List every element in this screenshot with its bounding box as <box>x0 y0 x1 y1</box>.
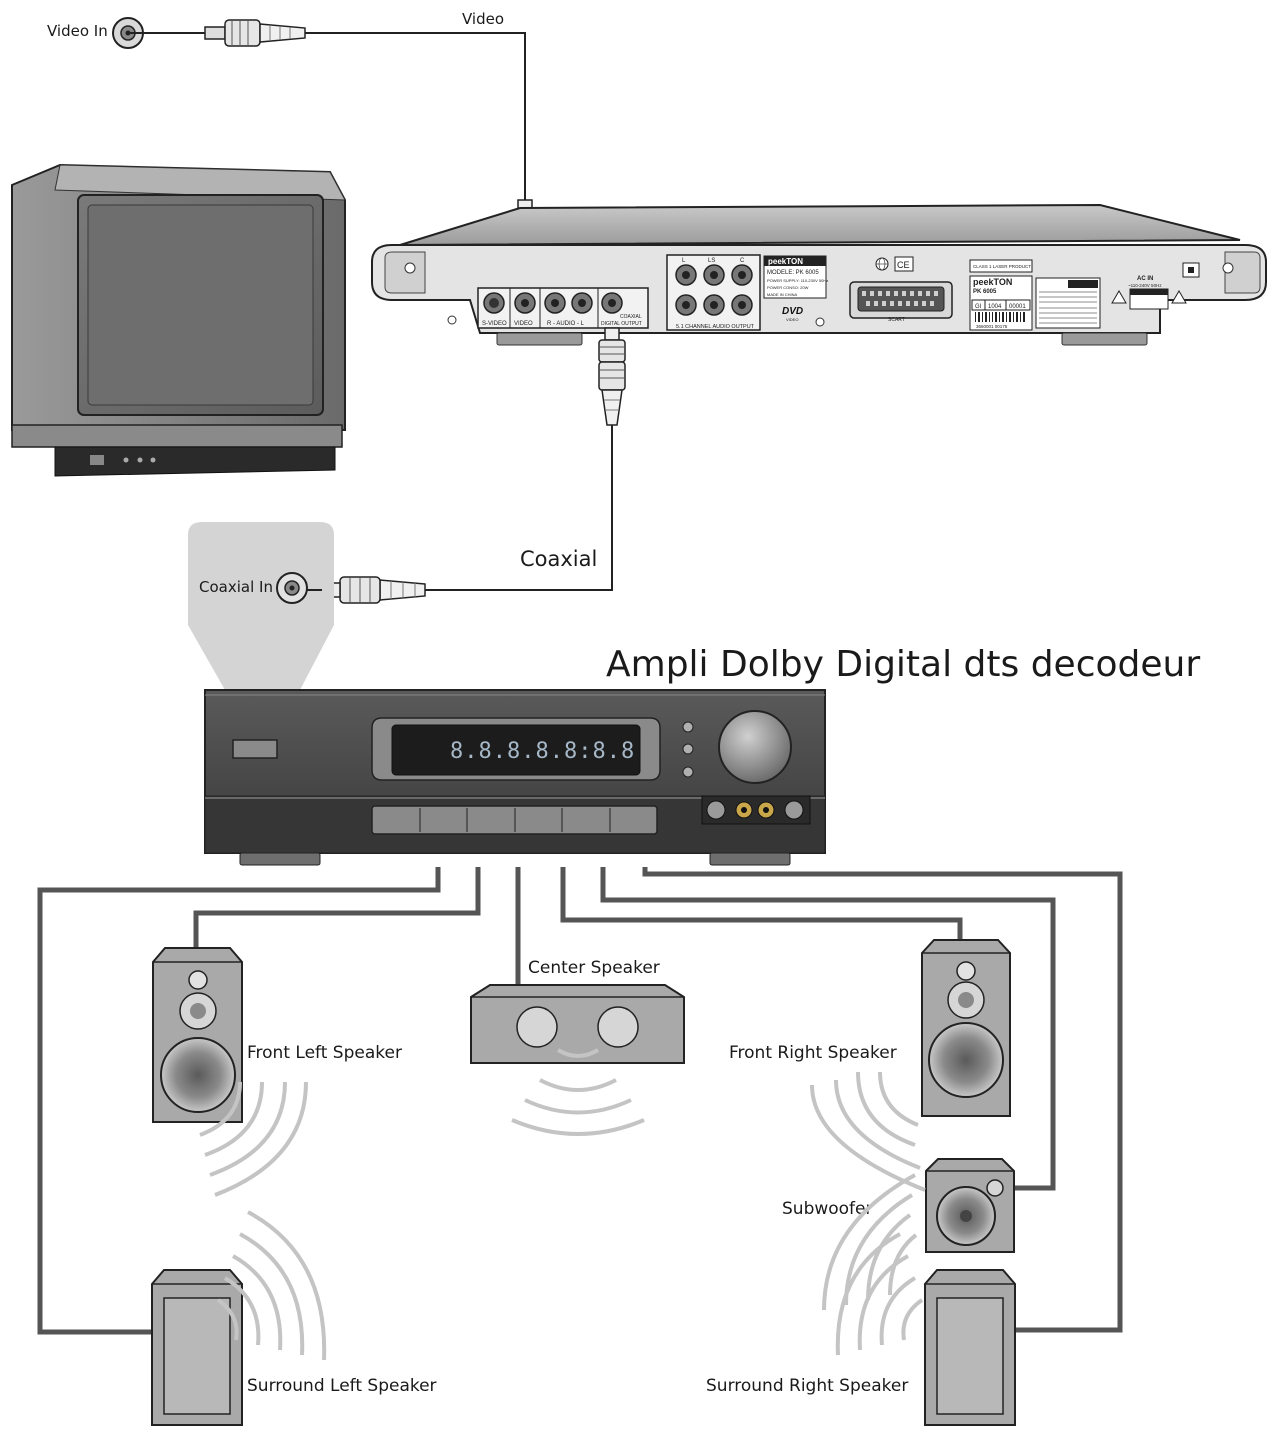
coaxial-cable <box>321 327 626 604</box>
dvd-model-line: MODELE: PK 6005 <box>767 270 819 276</box>
amplifier-title: Ampli Dolby Digital dts decodeur <box>606 644 1200 685</box>
front-right-speaker-label: Front Right Speaker <box>729 1043 897 1063</box>
subwoofer <box>925 1158 1015 1253</box>
dvd-digital-output-label: DIGITAL OUTPUT <box>601 321 642 327</box>
center-speaker <box>470 984 685 1064</box>
coaxial-in-label: Coaxial In <box>199 578 273 596</box>
dvd-logo-sub: VIDEO <box>786 317 798 322</box>
sound-waves <box>199 1048 926 1361</box>
amplifier: 8.8.8.8.8:8.8 <box>204 689 826 866</box>
speaker-wires <box>37 867 1123 1335</box>
dvd-barcode-digits: 3660001 00175 <box>976 324 1008 329</box>
video-label: Video <box>462 10 504 28</box>
dvd-ch-l: L <box>682 258 686 264</box>
dvd-ch-ls: LS <box>708 258 715 264</box>
subwoofer-label: Subwoofer <box>782 1199 873 1219</box>
dvd-power-consumption: POWER CONSO: 20W <box>767 285 809 290</box>
coaxial-in-jack <box>276 572 308 604</box>
surround-left-speaker <box>151 1269 243 1426</box>
dvd-laser-label: CLASS 1 LASER PRODUCT <box>973 264 1031 269</box>
dvd-model-2: PK 6005 <box>973 289 997 295</box>
front-right-speaker <box>921 939 1011 1117</box>
dvd-ce-mark: CE <box>897 260 910 270</box>
dvd-logo: DVD <box>782 306 803 317</box>
dvd-ac-in: AC IN <box>1137 276 1153 282</box>
dvd-svideo-label: S-VIDEO <box>482 321 507 327</box>
dvd-power-supply: POWER SUPPLY: 110-230V 50Hz <box>767 278 828 283</box>
dvd-ac-spec: ~110-240V 50Hz <box>1128 283 1162 288</box>
video-in-label: Video In <box>47 22 108 40</box>
dvd-serial-b: 1004 <box>988 304 1002 310</box>
center-speaker-label: Center Speaker <box>528 958 660 978</box>
dvd-made-in: MADE IN CHINA <box>767 292 798 297</box>
amplifier-display: 8.8.8.8.8:8.8 <box>450 739 635 764</box>
dvd-coaxial-label: COAXIAL <box>620 314 642 320</box>
coaxial-in-callout <box>188 522 334 690</box>
volume-knob <box>718 710 792 784</box>
dvd-serial-c: 00001 <box>1009 304 1026 310</box>
dvd-caution: CAUTION <box>1134 290 1154 295</box>
dvd-barcode <box>975 312 1025 322</box>
dvd-brand: peekTON <box>768 257 803 266</box>
surround-right-speaker-label: Surround Right Speaker <box>706 1376 908 1396</box>
dvd-channel-output-label: 5.1 CHANNEL AUDIO OUTPUT <box>676 324 755 330</box>
surround-left-speaker-label: Surround Left Speaker <box>247 1376 437 1396</box>
dvd-video-label: VIDEO <box>514 321 533 327</box>
coaxial-label: Coaxial <box>520 547 597 571</box>
dvd-player: S-VIDEO VIDEO R - AUDIO - L COAXIAL DIGI… <box>371 203 1267 346</box>
dvd-audio-label: R - AUDIO - L <box>547 321 585 327</box>
dvd-brand-2: peekTON <box>973 277 1012 287</box>
surround-right-speaker <box>924 1269 1016 1426</box>
dvd-serial-a: GI <box>975 304 982 310</box>
front-left-speaker <box>152 947 243 1123</box>
dvd-scart-label: SCART <box>888 317 905 323</box>
dvd-ch-c: C <box>740 258 745 264</box>
front-left-speaker-label: Front Left Speaker <box>247 1043 402 1063</box>
television <box>11 163 346 477</box>
